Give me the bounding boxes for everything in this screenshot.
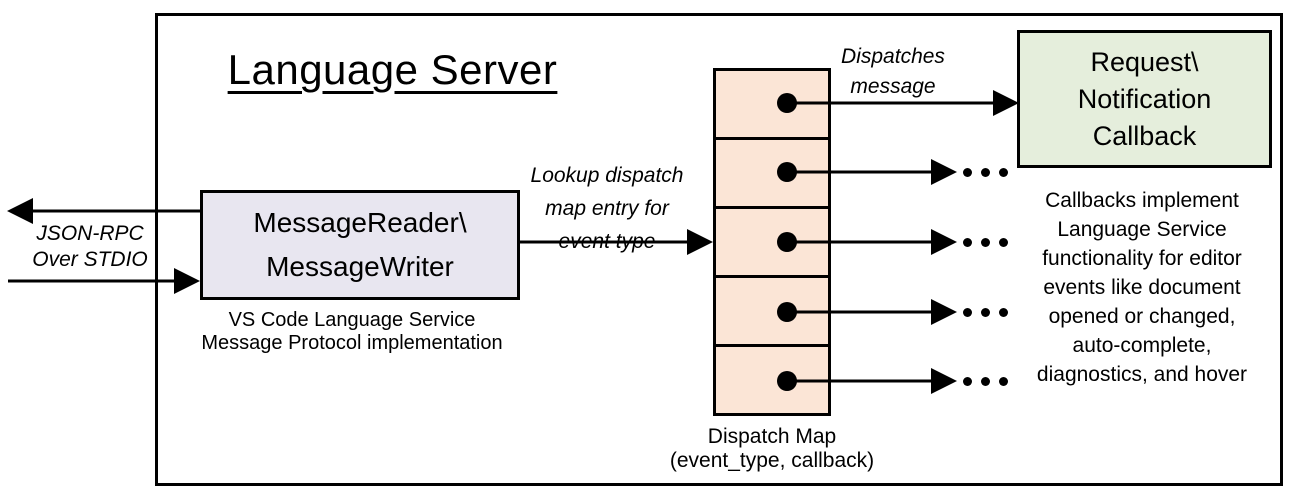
callback-box-line-3: Callback	[1092, 120, 1197, 151]
map-caption-line-2: (event_type, callback)	[669, 449, 875, 472]
language-server-frame	[155, 13, 1283, 486]
callbacks-note-line-3: functionality for editor	[1042, 247, 1242, 270]
ellipsis-icon	[963, 237, 1008, 247]
dispatches-message-label: Dispatches message	[828, 42, 958, 102]
message-writer-line: MessageWriter	[266, 251, 454, 282]
callbacks-note-line-7: diagnostics, and hover	[1036, 363, 1248, 386]
dispatch-map-cell-2	[716, 137, 828, 206]
callbacks-note-line-2: Language Service	[1057, 218, 1227, 241]
lookup-dispatch-label: Lookup dispatch map entry for event type	[517, 159, 697, 258]
lookup-label-line-3: event type	[558, 230, 656, 253]
reader-caption-line-2: Message Protocol implementation	[201, 332, 503, 354]
ellipsis-icon	[963, 307, 1008, 317]
dispatches-label-line-1: Dispatches	[841, 45, 945, 68]
dispatch-map-caption: Dispatch Map (event_type, callback)	[648, 425, 896, 473]
lookup-label-line-2: map entry for	[545, 197, 669, 220]
dispatches-label-line-2: message	[850, 75, 936, 98]
reader-caption: VS Code Language Service Message Protoco…	[162, 309, 542, 355]
dispatch-map-cell-4	[716, 275, 828, 344]
dispatch-map-cell-5	[716, 344, 828, 413]
dispatch-map-cell-3	[716, 206, 828, 275]
request-notification-callback-box: Request\ Notification Callback	[1017, 30, 1272, 168]
callbacks-note: Callbacks implement Language Service fun…	[1016, 186, 1268, 389]
map-caption-line-1: Dispatch Map	[707, 425, 837, 448]
diagram-title: Language Server	[227, 46, 558, 93]
message-reader-writer-box: MessageReader\ MessageWriter	[200, 190, 520, 300]
callback-box-line-2: Notification	[1077, 83, 1212, 114]
dispatch-map-cell-1	[716, 71, 828, 137]
message-reader-line: MessageReader\	[253, 207, 467, 238]
ellipsis-icon	[963, 167, 1008, 177]
ellipsis-icon	[963, 376, 1008, 386]
callbacks-note-line-5: opened or changed,	[1048, 305, 1236, 328]
callback-box-line-1: Request\	[1090, 46, 1199, 77]
callbacks-note-line-4: events like document	[1043, 276, 1241, 299]
callbacks-note-line-1: Callbacks implement	[1045, 189, 1239, 212]
reader-caption-line-1: VS Code Language Service	[228, 309, 476, 331]
dispatch-map	[713, 68, 831, 416]
callbacks-note-line-6: auto-complete,	[1072, 334, 1212, 357]
stdio-label-line-1: JSON-RPC	[36, 222, 144, 245]
json-rpc-stdio-label: JSON-RPC Over STDIO	[25, 221, 155, 273]
lookup-label-line-1: Lookup dispatch	[530, 164, 684, 187]
stdio-label-line-2: Over STDIO	[32, 248, 148, 271]
